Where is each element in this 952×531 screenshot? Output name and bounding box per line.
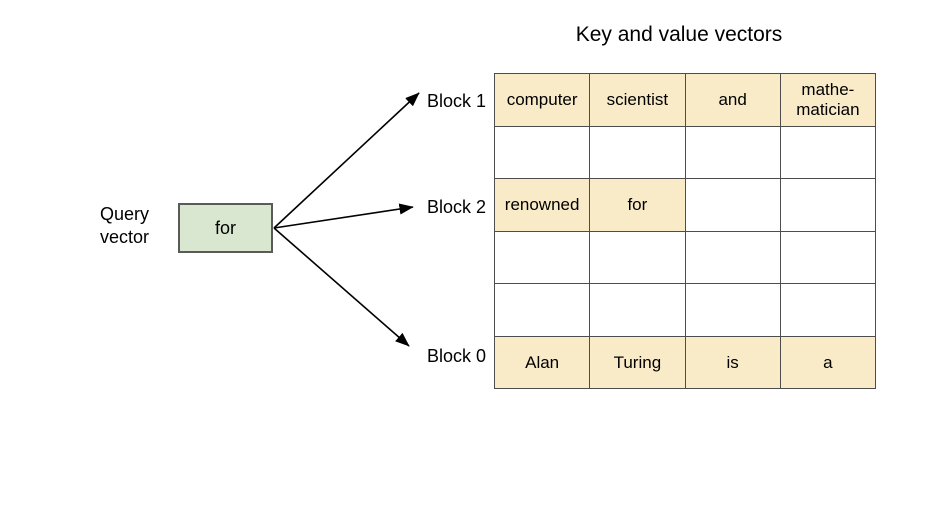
table-cell: for [589, 178, 686, 232]
table-row [493, 283, 877, 337]
table-cell: computer [493, 73, 591, 127]
table-cell [493, 125, 591, 179]
block-label-1: Block 1 [426, 91, 486, 111]
table-cell [684, 283, 781, 337]
table-cell: and [684, 73, 781, 127]
table-cell [493, 230, 591, 284]
query-vector-token: for [214, 217, 236, 238]
query-vector-box[interactable]: for [178, 203, 273, 253]
query-vector-label-line1: Query [100, 204, 150, 224]
table-cell [684, 178, 781, 232]
table-cell: scientist [589, 73, 686, 127]
table-cell [779, 125, 877, 179]
table-cell: Alan [493, 335, 591, 389]
arrow-to-block-2 [273, 203, 414, 229]
page-title: Key and value vectors [575, 23, 783, 46]
arrow-to-block-0 [273, 227, 410, 347]
table-row [493, 230, 877, 284]
table-row [493, 125, 877, 179]
table-cell [589, 283, 686, 337]
table-cell [493, 283, 591, 337]
block-label-0: Block 0 [426, 346, 486, 366]
table-cell [779, 283, 877, 337]
table-cell: mathe-matician [779, 73, 877, 127]
table-cell: renowned [493, 178, 591, 232]
block-label-2: Block 2 [426, 197, 486, 217]
table-cell [684, 230, 781, 284]
table-cell: is [684, 335, 781, 389]
table-cell [589, 230, 686, 284]
table-cell [779, 178, 877, 232]
table-cell [779, 230, 877, 284]
query-vector-label: Query vector [100, 203, 174, 249]
query-vector-label-line2: vector [100, 227, 150, 247]
table-cell: a [779, 335, 877, 389]
table-cell [684, 125, 781, 179]
arrow-to-block-1 [273, 92, 420, 229]
table-cell: Turing [589, 335, 686, 389]
table-cell [589, 125, 686, 179]
